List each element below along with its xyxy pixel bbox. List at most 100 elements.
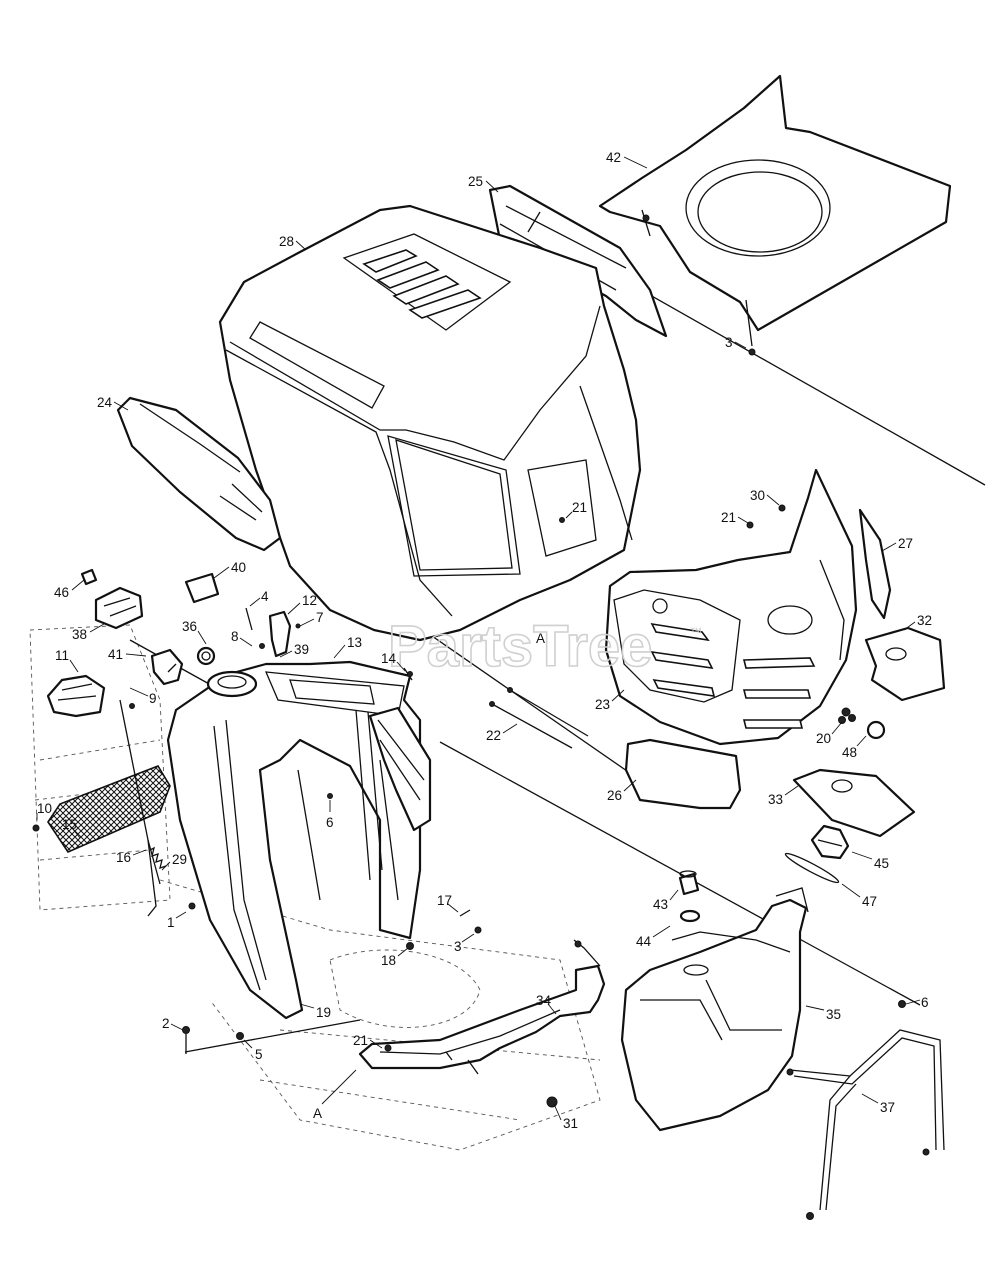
part-41-key-switch bbox=[150, 648, 184, 686]
leader-line-c26 bbox=[623, 779, 637, 792]
callout-c37: 37 bbox=[880, 1100, 895, 1115]
leader-line-c37 bbox=[861, 1093, 879, 1104]
part-40-switch bbox=[184, 572, 220, 604]
part-26-lens-lower bbox=[624, 738, 742, 810]
callout-c17: 17 bbox=[437, 893, 452, 908]
part-24-side-trim bbox=[116, 396, 282, 552]
leader-line-c41 bbox=[125, 653, 147, 657]
part-16-rod bbox=[32, 699, 196, 917]
callout-c12: 12 bbox=[302, 593, 317, 608]
part-35-fuel-tank bbox=[620, 887, 809, 1132]
leader-line-c32 bbox=[903, 621, 916, 631]
callout-c19: 19 bbox=[316, 1005, 331, 1020]
part-46-clip bbox=[80, 568, 98, 586]
leader-line-c48 bbox=[856, 735, 867, 747]
leader-line-c7 bbox=[299, 618, 315, 627]
callout-c44: 44 bbox=[636, 934, 652, 949]
leader-line-c36 bbox=[197, 630, 207, 645]
leader-line-c23 bbox=[611, 689, 625, 702]
callout-c6b: 6 bbox=[921, 995, 929, 1010]
leader-line-c34 bbox=[547, 1003, 557, 1015]
callout-c28: 28 bbox=[279, 234, 294, 249]
callout-c4: 4 bbox=[261, 589, 269, 604]
part-23-grille bbox=[604, 468, 858, 746]
callout-c40: 40 bbox=[231, 560, 246, 575]
leader-line-c27 bbox=[881, 542, 897, 552]
leader-line-c39 bbox=[279, 650, 293, 658]
callout-c5: 5 bbox=[255, 1047, 263, 1062]
leader-line-c43 bbox=[669, 889, 679, 901]
leader-line-c33 bbox=[784, 785, 799, 796]
watermark-trademark: ™ bbox=[690, 625, 702, 639]
watermark-text: PartsTree bbox=[388, 614, 652, 679]
leader-line-c20 bbox=[831, 721, 843, 735]
callout-c31: 31 bbox=[563, 1116, 578, 1131]
leader-line-c40 bbox=[213, 566, 230, 579]
leader-line-c14 bbox=[396, 661, 406, 672]
part-12-throttle-lever bbox=[245, 607, 301, 658]
callout-c46: 46 bbox=[54, 585, 69, 600]
leader-line-c2 bbox=[170, 1023, 184, 1031]
watermark: PartsTree ™ bbox=[387, 613, 702, 680]
leader-line-c30 bbox=[766, 494, 780, 506]
leader-line-c8 bbox=[239, 637, 253, 647]
part-32-cap bbox=[864, 626, 946, 702]
callout-c21c: 21 bbox=[353, 1033, 368, 1048]
callout-c16: 16 bbox=[116, 850, 131, 865]
leader-line-c3b bbox=[461, 933, 475, 943]
leader-line-c44 bbox=[652, 925, 671, 938]
callout-c47: 47 bbox=[862, 894, 877, 909]
callout-c1: 1 bbox=[167, 915, 175, 930]
callout-c2: 2 bbox=[162, 1016, 170, 1031]
part-42-footrest bbox=[598, 74, 952, 356]
callout-c29: 29 bbox=[172, 852, 187, 867]
part-22-cable-ties bbox=[489, 687, 589, 749]
callout-c39: 39 bbox=[294, 642, 309, 657]
callout-c6a: 6 bbox=[326, 815, 334, 830]
callout-leaders bbox=[36, 156, 921, 1121]
callout-c26: 26 bbox=[607, 788, 622, 803]
leader-line-c45 bbox=[851, 851, 873, 860]
leader-line-c24 bbox=[113, 401, 129, 411]
leader-line-c25 bbox=[485, 180, 499, 193]
callout-c20: 20 bbox=[816, 731, 831, 746]
callout-c21a: 21 bbox=[572, 500, 587, 515]
callout-c14: 14 bbox=[381, 651, 397, 666]
part-14-screw bbox=[403, 667, 413, 681]
part-33-cap bbox=[792, 768, 916, 838]
leader-line-c19 bbox=[299, 1003, 315, 1009]
callout-c27: 27 bbox=[898, 536, 913, 551]
leader-line-c42 bbox=[623, 156, 648, 169]
leader-line-c46 bbox=[71, 579, 85, 591]
leader-line-c22 bbox=[502, 723, 518, 734]
leader-line-c18 bbox=[397, 947, 409, 957]
part-36-light bbox=[196, 646, 216, 666]
leader-line-c9 bbox=[129, 687, 149, 697]
leader-line-c13 bbox=[333, 644, 346, 659]
leader-line-c28 bbox=[295, 240, 307, 251]
part-38-switch-module bbox=[94, 586, 144, 630]
leader-line-c4 bbox=[249, 597, 261, 607]
callout-c9: 9 bbox=[149, 691, 157, 706]
callout-cA1: A bbox=[536, 631, 545, 646]
leader-line-c16 bbox=[132, 849, 147, 856]
leader-line-c5 bbox=[243, 1039, 253, 1049]
callout-c3a: 3 bbox=[725, 335, 733, 350]
callout-c36: 36 bbox=[182, 619, 197, 634]
leader-line-c11 bbox=[69, 659, 79, 673]
part-15-mesh-grille bbox=[47, 765, 171, 854]
part-11-lever-cover bbox=[46, 674, 106, 718]
callout-c32: 32 bbox=[917, 613, 932, 628]
part-13-dash-panel bbox=[166, 660, 432, 1020]
leader-line-cA2 bbox=[321, 1069, 357, 1105]
callout-c23: 23 bbox=[595, 697, 610, 712]
part-43-fuel-gauge bbox=[678, 870, 700, 896]
leader-line-c31 bbox=[553, 1103, 562, 1121]
callout-c10: 10 bbox=[37, 801, 52, 816]
callout-c8: 8 bbox=[231, 629, 239, 644]
callout-c15: 15 bbox=[62, 817, 77, 832]
callout-cA2: A bbox=[313, 1106, 322, 1121]
leader-line-c17 bbox=[447, 903, 459, 913]
